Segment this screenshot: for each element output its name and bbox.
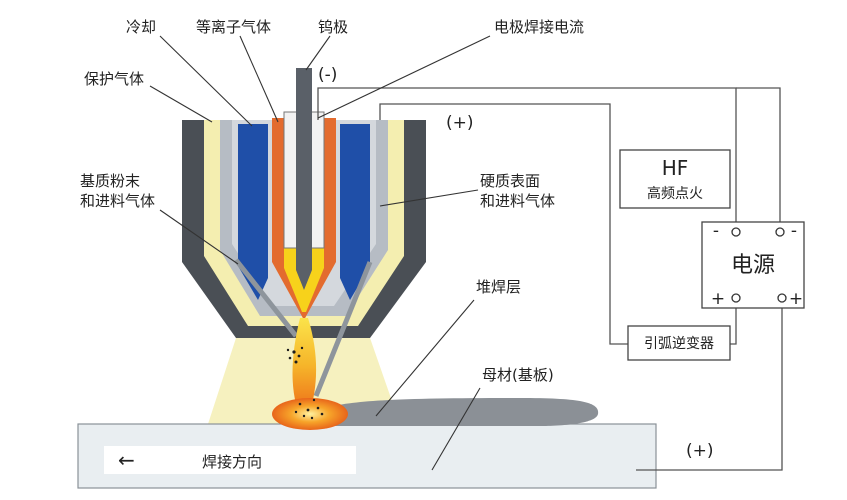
- label-matrix-powder-2: 和进料气体: [80, 192, 155, 210]
- leader-base-metal: [431, 387, 481, 471]
- leader-electrode-current: [317, 35, 491, 119]
- leader-plasma-gas: [239, 35, 279, 123]
- polarity-minus-top: (-): [318, 65, 337, 85]
- polarity-plus-top: (+): [446, 113, 474, 133]
- power-minus-left: -: [713, 221, 719, 241]
- label-cooling: 冷却: [126, 18, 156, 36]
- arc-starter-inverter-box: [627, 325, 731, 361]
- power-plus-right: +: [789, 289, 803, 309]
- leader-overlay-layer: [375, 299, 475, 417]
- label-shielding-gas: 保护气体: [84, 70, 144, 88]
- label-tungsten-electrode: 钨极: [318, 18, 348, 36]
- label-matrix-powder-1: 基质粉末: [80, 172, 140, 190]
- cooling-body-right: [340, 124, 370, 300]
- power-minus-right: -: [791, 221, 797, 241]
- power-plus-left: +: [711, 289, 725, 309]
- direction-arrow: ←: [118, 448, 135, 472]
- powder-feed-right: [313, 261, 373, 397]
- terminal-plus-left: [731, 293, 741, 303]
- plasma-jet: [292, 318, 317, 404]
- label-plasma-gas: 等离子气体: [196, 18, 271, 36]
- wire-electrode-negative: [317, 87, 737, 222]
- hf-subtitle: 高频点火: [647, 185, 703, 202]
- label-electrode-welding-current: 电极焊接电流: [494, 18, 584, 36]
- power-title: 电源: [731, 253, 775, 278]
- terminal-plus-right: [777, 293, 787, 303]
- power-supply-box: [701, 221, 805, 309]
- terminal-minus-left: [731, 227, 741, 237]
- wire-power-minus-right: [736, 87, 781, 222]
- label-hard-surface-1: 硬质表面: [480, 172, 540, 190]
- label-welding-direction: 焊接方向: [202, 453, 262, 471]
- label-overlay-layer: 堆焊层: [476, 278, 521, 296]
- leader-matrix-powder: [159, 209, 239, 265]
- wire-nozzle-positive: [379, 103, 628, 345]
- powder-particles: [286, 346, 324, 420]
- wire-power-to-inverter: [730, 296, 737, 345]
- terminal-minus-right: [775, 227, 785, 237]
- inverter-label: 引弧逆变器: [644, 336, 714, 352]
- polarity-plus-bottom: (+): [686, 441, 714, 461]
- leader-tungsten: [305, 35, 331, 71]
- powder-feed-left: [234, 258, 298, 338]
- hf-title: HF: [662, 156, 689, 180]
- cooling-body-left: [238, 124, 268, 300]
- leader-cooling: [159, 35, 253, 127]
- leader-shielding-gas: [149, 85, 213, 123]
- overlay-bead: [300, 398, 599, 426]
- leader-hard-surface: [379, 189, 479, 207]
- label-base-metal: 母材(基板): [482, 366, 554, 384]
- welding-direction-box: [104, 446, 356, 474]
- tungsten-electrode: [296, 68, 312, 290]
- label-hard-surface-2: 和进料气体: [480, 192, 555, 210]
- molten-pool: [272, 398, 348, 430]
- wire-power-to-base: [636, 296, 783, 471]
- hf-ignition-box: [619, 149, 731, 209]
